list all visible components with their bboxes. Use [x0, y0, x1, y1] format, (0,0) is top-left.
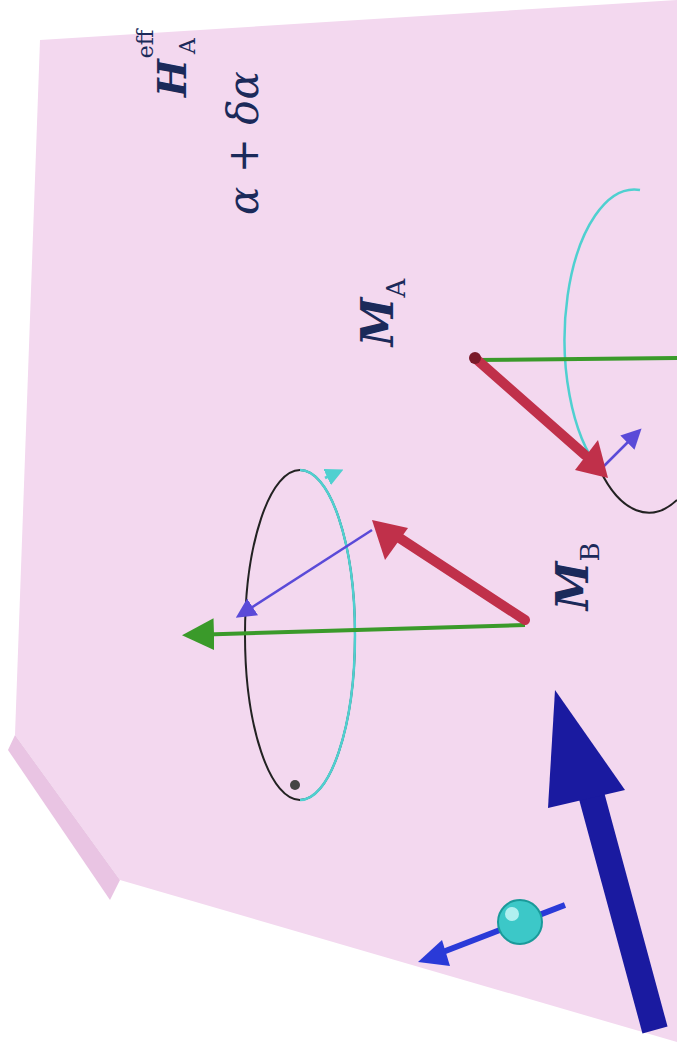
spin-current-head — [548, 690, 625, 808]
electron-highlight — [505, 907, 519, 921]
magnetization-arrow — [395, 535, 525, 620]
subscript: A — [383, 279, 409, 298]
precession-orbit — [600, 470, 677, 513]
spin-current-arrow — [590, 790, 655, 1030]
spin-arrow-head — [418, 940, 450, 966]
orbit-dot — [290, 780, 300, 790]
precession-orbit — [565, 190, 640, 470]
magnetization-symbol: M — [551, 562, 595, 611]
arrow-tail — [469, 352, 481, 364]
magnetization-arrow — [475, 358, 585, 455]
damping-label: α + δα — [223, 71, 265, 215]
effective-field-line — [475, 358, 677, 360]
field-symbol: H — [152, 59, 192, 97]
slab-edge — [8, 735, 120, 900]
magnetization-symbol: M — [356, 298, 400, 347]
damping-arrow — [240, 530, 372, 615]
precession-orbit — [300, 470, 355, 800]
damping-arrow — [600, 432, 638, 470]
magnetization-head — [575, 440, 608, 478]
magnetization-head — [372, 520, 408, 560]
orbit-arrowhead — [325, 472, 338, 478]
precession-orbit — [245, 470, 355, 800]
effective-field-arrow — [190, 625, 525, 635]
superscript: eff — [135, 30, 157, 59]
subscript: B — [577, 542, 603, 561]
subscript: A — [177, 38, 199, 54]
electron — [498, 900, 542, 944]
